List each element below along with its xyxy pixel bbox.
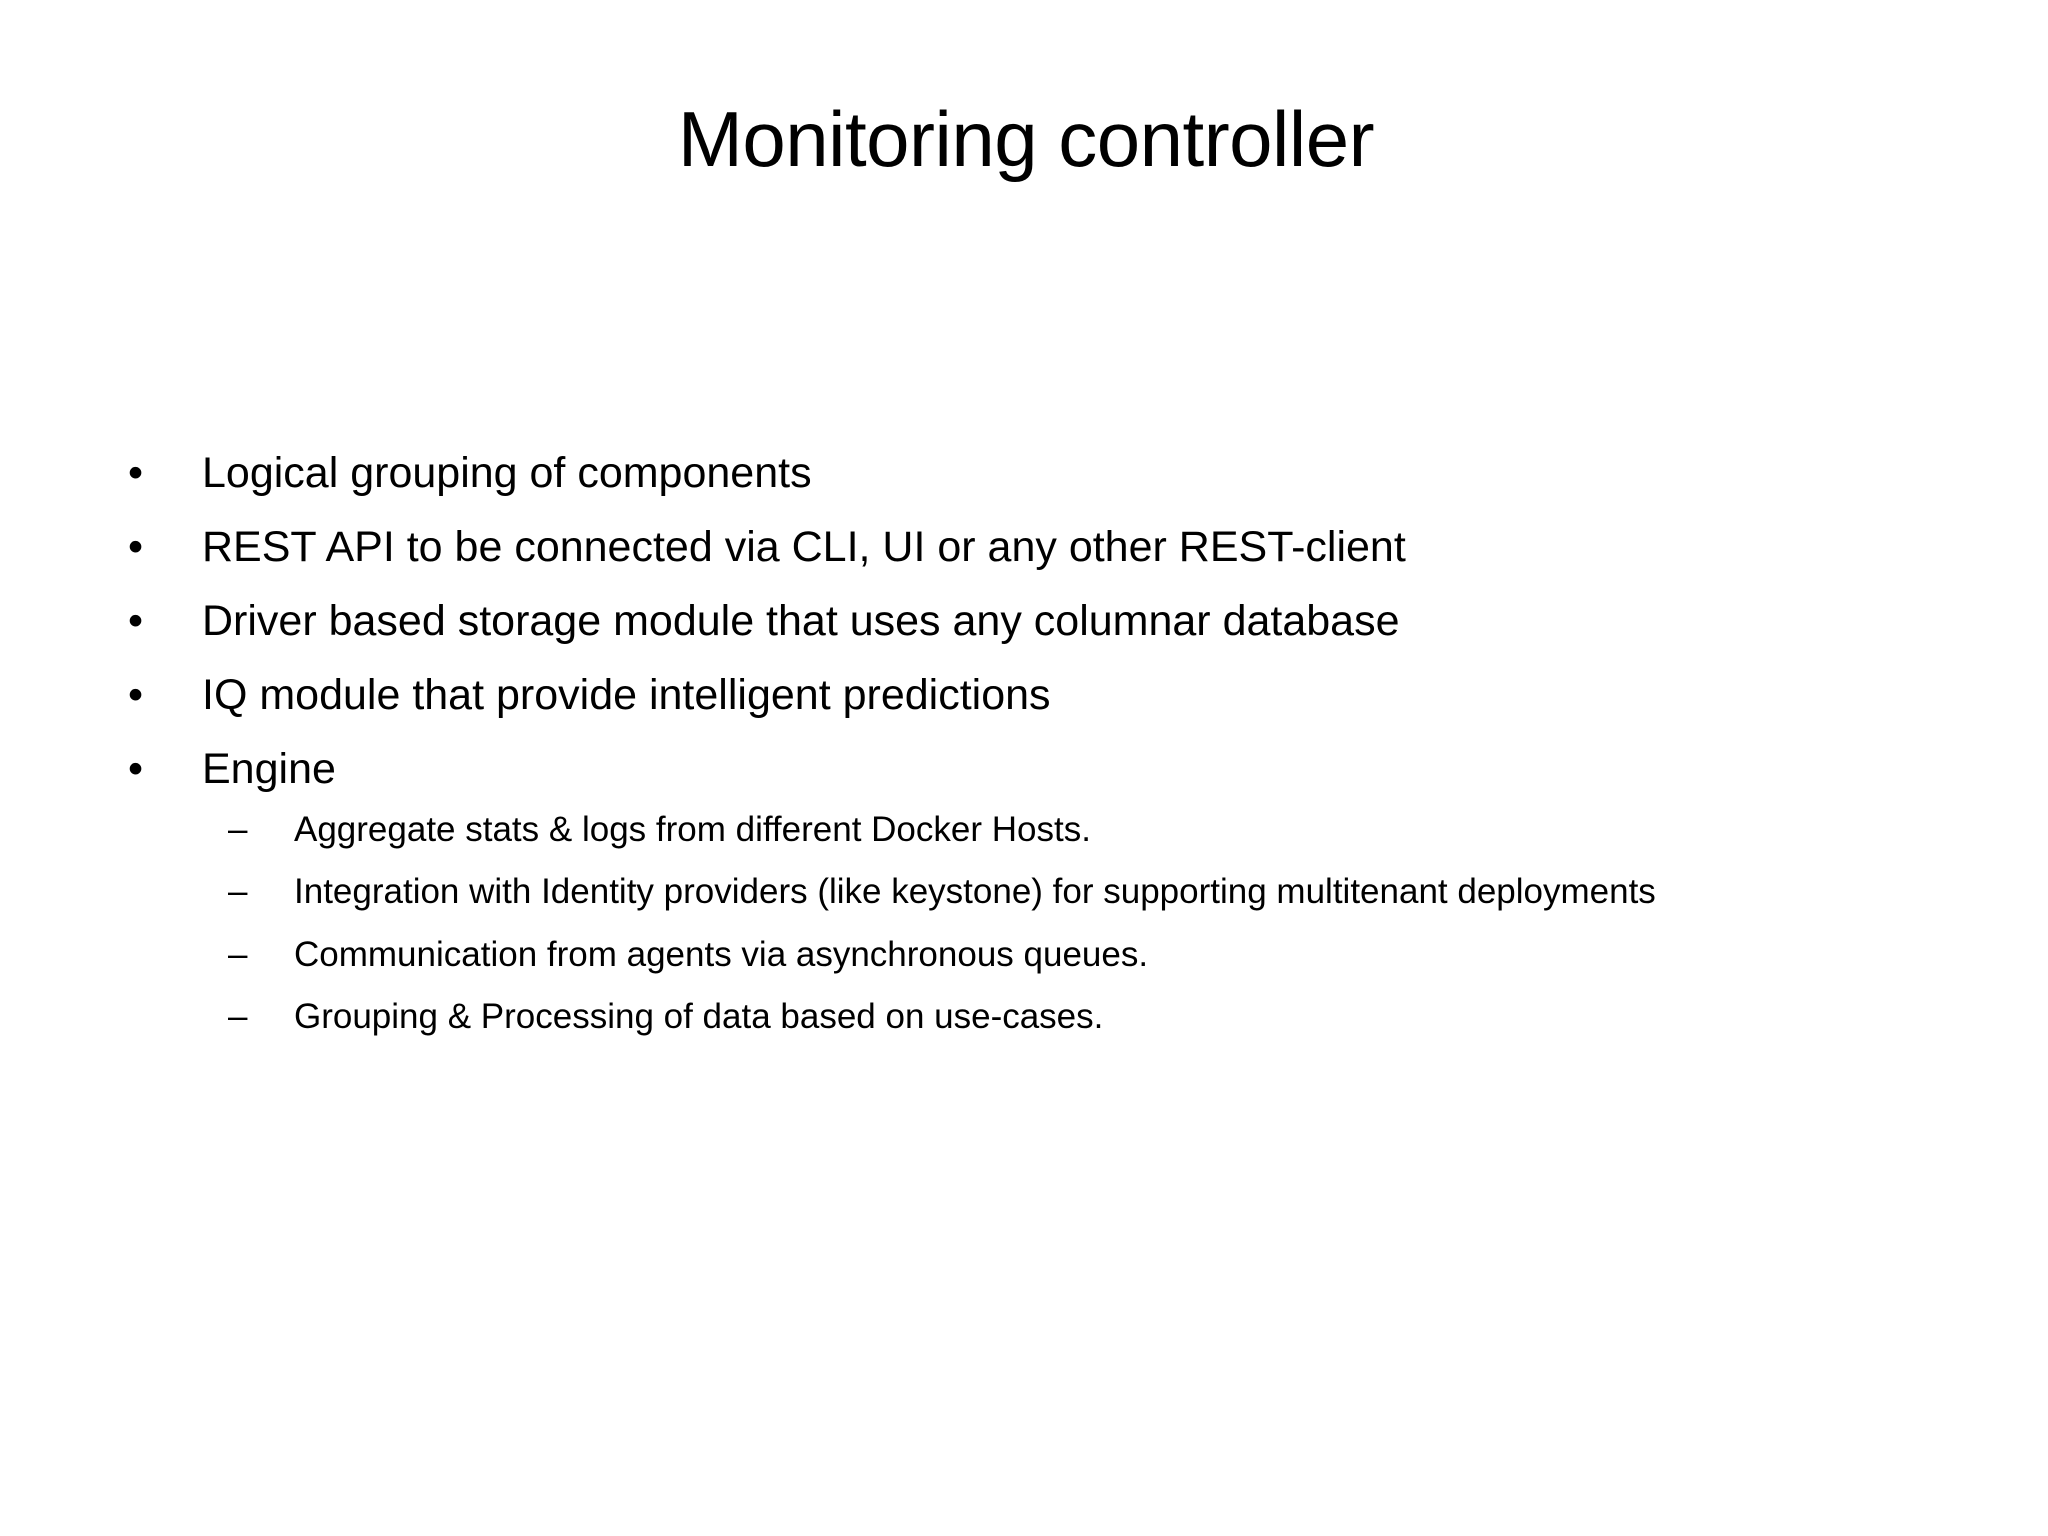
bullet-text: Logical grouping of components bbox=[202, 449, 812, 497]
bullet-text: REST API to be connected via CLI, UI or … bbox=[202, 523, 1406, 571]
list-item: • Driver based storage module that uses … bbox=[110, 600, 1830, 643]
bullet-list-level1: • Logical grouping of components • REST … bbox=[110, 452, 1830, 1037]
list-item: • Logical grouping of components bbox=[110, 452, 1830, 495]
sub-list-item: – Aggregate stats & logs from different … bbox=[202, 809, 1830, 850]
sub-list-item: – Integration with Identity providers (l… bbox=[202, 871, 1830, 912]
list-item: • Engine – Aggregate stats & logs from d… bbox=[110, 748, 1830, 1037]
bullet-dot-icon: • bbox=[128, 523, 144, 571]
bullet-text: Driver based storage module that uses an… bbox=[202, 597, 1400, 645]
sub-list-item: – Grouping & Processing of data based on… bbox=[202, 996, 1830, 1037]
bullet-dot-icon: • bbox=[128, 449, 144, 497]
bullet-text: IQ module that provide intelligent predi… bbox=[202, 671, 1051, 719]
bullet-text: Engine bbox=[202, 745, 336, 793]
list-item: • IQ module that provide intelligent pre… bbox=[110, 674, 1830, 717]
bullet-dot-icon: • bbox=[128, 671, 144, 719]
sub-bullet-text: Communication from agents via asynchrono… bbox=[294, 934, 1149, 974]
sub-bullet-text: Grouping & Processing of data based on u… bbox=[294, 996, 1104, 1036]
list-item: • REST API to be connected via CLI, UI o… bbox=[110, 526, 1830, 569]
bullet-dash-icon: – bbox=[228, 996, 248, 1036]
bullet-dot-icon: • bbox=[128, 597, 144, 645]
sub-bullet-text: Integration with Identity providers (lik… bbox=[294, 872, 1656, 912]
bullet-list-level2: – Aggregate stats & logs from different … bbox=[202, 809, 1830, 1037]
bullet-dash-icon: – bbox=[228, 810, 248, 849]
sub-list-item: – Communication from agents via asynchro… bbox=[202, 934, 1830, 975]
bullet-dash-icon: – bbox=[228, 872, 248, 912]
title-placeholder: Monitoring controller bbox=[176, 95, 1876, 183]
bullet-dash-icon: – bbox=[228, 934, 248, 974]
slide-title: Monitoring controller bbox=[677, 95, 1375, 183]
bullet-dot-icon: • bbox=[128, 745, 144, 793]
content-placeholder: • Logical grouping of components • REST … bbox=[110, 452, 1830, 1068]
sub-bullet-text: Aggregate stats & logs from different Do… bbox=[294, 810, 1091, 849]
